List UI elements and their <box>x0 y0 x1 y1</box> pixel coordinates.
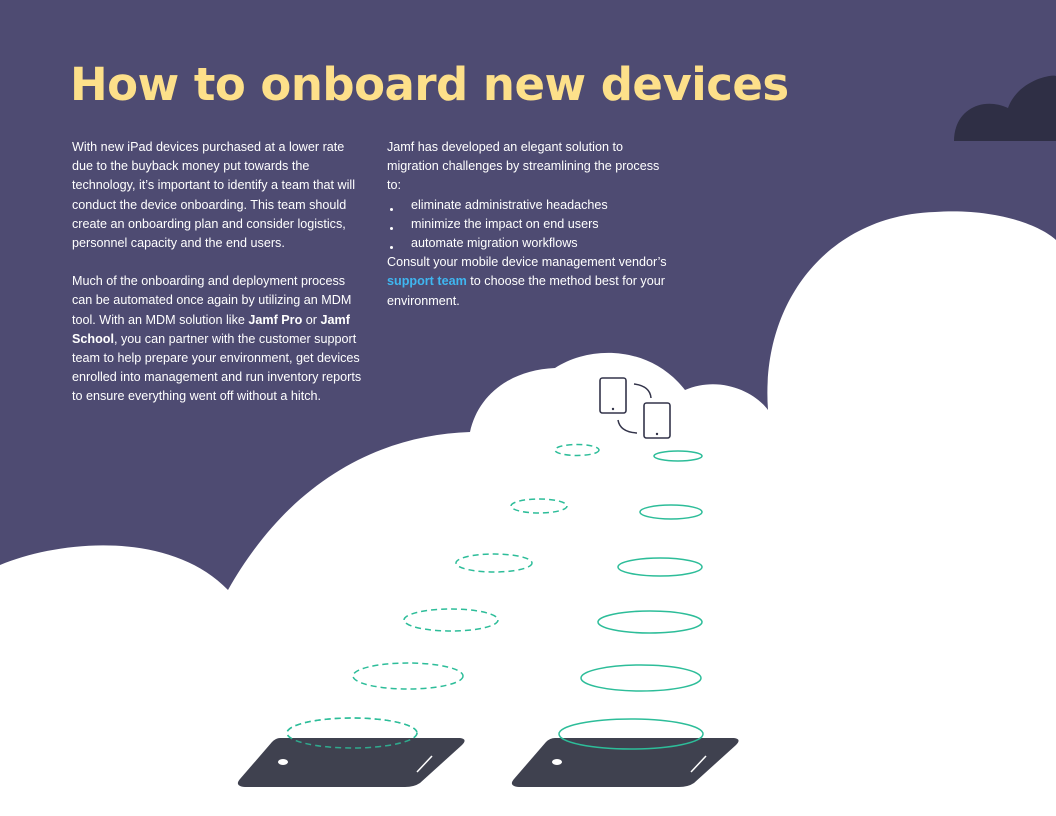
support-team-link[interactable]: support team <box>387 274 467 289</box>
dashed-ring <box>403 608 499 632</box>
tablet-icon <box>599 377 627 414</box>
solid-ring <box>597 610 703 634</box>
product-jamf-school: Jamf School <box>72 312 350 346</box>
tablet-flat-icon <box>237 738 465 787</box>
dark-cloud-top-right <box>954 75 1056 141</box>
white-cloud <box>0 211 1056 816</box>
paragraph-mdm-text: , you can partner with the customer supp… <box>72 331 362 404</box>
dashed-ring-path <box>286 443 600 749</box>
dashed-ring <box>510 498 568 514</box>
dashed-ring <box>352 662 464 690</box>
solid-ring <box>653 450 703 462</box>
dashed-ring <box>554 443 600 457</box>
left-column: With new iPad devices purchased at a low… <box>72 138 364 407</box>
list-item: eliminate administrative headaches <box>387 196 672 215</box>
dashed-ring <box>286 717 418 749</box>
product-jamf-pro: Jamf Pro <box>248 312 303 327</box>
solid-ring <box>558 718 704 750</box>
paragraph-consult: Consult your mobile device management ve… <box>387 253 672 311</box>
solid-ring <box>617 557 703 577</box>
paragraph-mdm-text: or <box>302 312 321 327</box>
paragraph-mdm-text: Much of the onboarding and deployment pr… <box>72 274 352 327</box>
solid-ring-path <box>580 450 703 692</box>
dashed-ring <box>455 553 533 573</box>
paragraph-intro: Jamf has developed an elegant solution t… <box>387 140 660 193</box>
paragraph-mdm: Much of the onboarding and deployment pr… <box>72 272 364 406</box>
solid-ring <box>639 504 703 520</box>
swap-arrows-icon <box>617 383 652 434</box>
list-item: automate migration workflows <box>387 234 672 253</box>
solid-ring <box>580 664 702 692</box>
tablet-flat-icon <box>511 738 739 787</box>
list-item: minimize the impact on end users <box>387 215 672 234</box>
paragraph-team: With new iPad devices purchased at a low… <box>72 140 356 251</box>
paragraph-consult-text: to choose the method best for your envir… <box>387 274 665 308</box>
tablet-icon <box>643 402 671 439</box>
page-title: How to onboard new devices <box>70 58 789 111</box>
paragraph-consult-text: Consult your mobile device management ve… <box>387 255 667 270</box>
benefit-list: eliminate administrative headaches minim… <box>387 196 672 254</box>
right-column: Jamf has developed an elegant solution t… <box>387 138 672 311</box>
